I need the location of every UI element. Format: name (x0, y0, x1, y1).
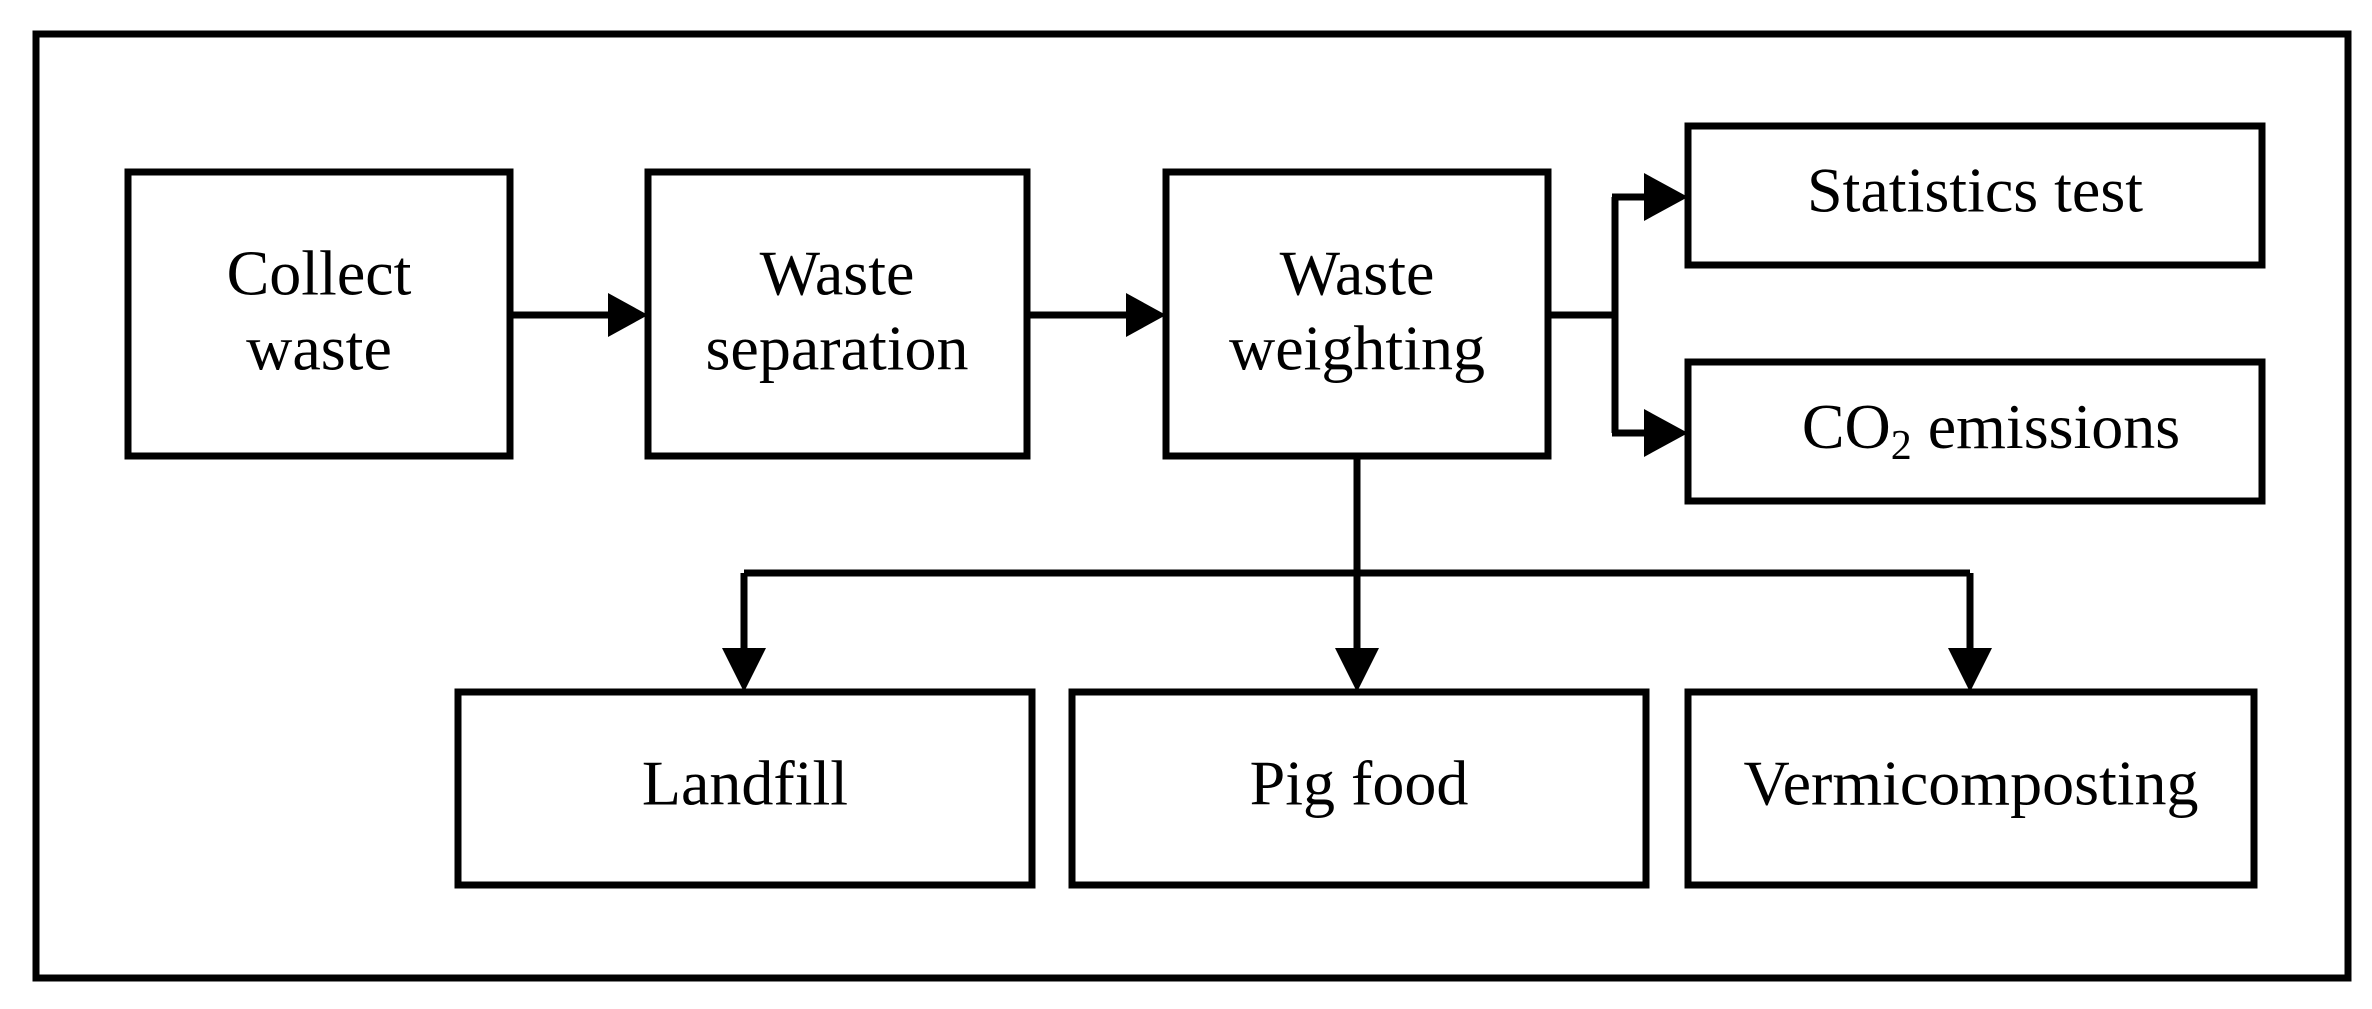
arrow-head-icon (1644, 409, 1688, 457)
node-co2-emissions-label: CO2 emissions (1658, 391, 2292, 469)
node-landfill-box[interactable] (454, 688, 1036, 889)
edge-weighting-to-co2 (1612, 409, 1688, 457)
node-co2-emissions-prefix: CO (1802, 391, 1891, 462)
node-co2-emissions-box[interactable] (1684, 358, 2266, 505)
node-statistics-test-box[interactable] (1684, 122, 2266, 269)
node-waste-weighting[interactable]: Waste weighting (1162, 168, 1552, 460)
node-waste-separation-label-line1: Waste (760, 238, 915, 309)
arrow-head-icon (1644, 173, 1688, 221)
node-waste-separation-label-line2: separation (706, 313, 969, 384)
arrow-head-icon (608, 293, 648, 337)
arrow-head-icon (1335, 648, 1379, 692)
edge-separation-to-weighting (1027, 293, 1166, 337)
node-collect-waste-box[interactable] (124, 168, 514, 460)
node-waste-weighting-label-line2: weighting (1229, 313, 1485, 384)
node-vermicomposting-box[interactable] (1684, 688, 2258, 889)
node-vermicomposting[interactable]: Vermicomposting (1684, 688, 2258, 889)
node-waste-weighting-label-line1: Waste (1280, 238, 1435, 309)
node-collect-waste[interactable]: Collect waste (124, 168, 514, 460)
node-statistics-test[interactable]: Statistics test (1684, 122, 2266, 269)
node-pig-food-box[interactable] (1068, 688, 1650, 889)
node-waste-weighting-box[interactable] (1162, 168, 1552, 460)
node-collect-waste-label-line2: waste (246, 313, 392, 384)
arrow-head-icon (722, 648, 766, 692)
node-co2-emissions[interactable]: CO2 emissions (1658, 358, 2292, 505)
node-landfill-label: Landfill (642, 748, 848, 819)
node-statistics-test-label: Statistics test (1807, 155, 2143, 226)
node-collect-waste-label-line1: Collect (227, 238, 412, 309)
node-vermicomposting-label: Vermicomposting (1743, 748, 2198, 819)
edge-weighting-fanout (722, 456, 1992, 692)
edge-weighting-to-statistics (1612, 173, 1688, 221)
node-pig-food-label: Pig food (1250, 748, 1469, 819)
node-co2-emissions-suffix: emissions (1912, 391, 2180, 462)
node-landfill[interactable]: Landfill (454, 688, 1036, 889)
edge-collect-to-separation (510, 293, 648, 337)
node-co2-emissions-subscript: 2 (1891, 423, 1912, 469)
node-waste-separation-box[interactable] (644, 168, 1031, 460)
edge-weighting-right-trunk (1548, 197, 1619, 433)
node-waste-separation[interactable]: Waste separation (644, 168, 1031, 460)
arrow-head-icon (1948, 648, 1992, 692)
arrow-head-icon (1126, 293, 1166, 337)
node-pig-food[interactable]: Pig food (1068, 688, 1650, 889)
